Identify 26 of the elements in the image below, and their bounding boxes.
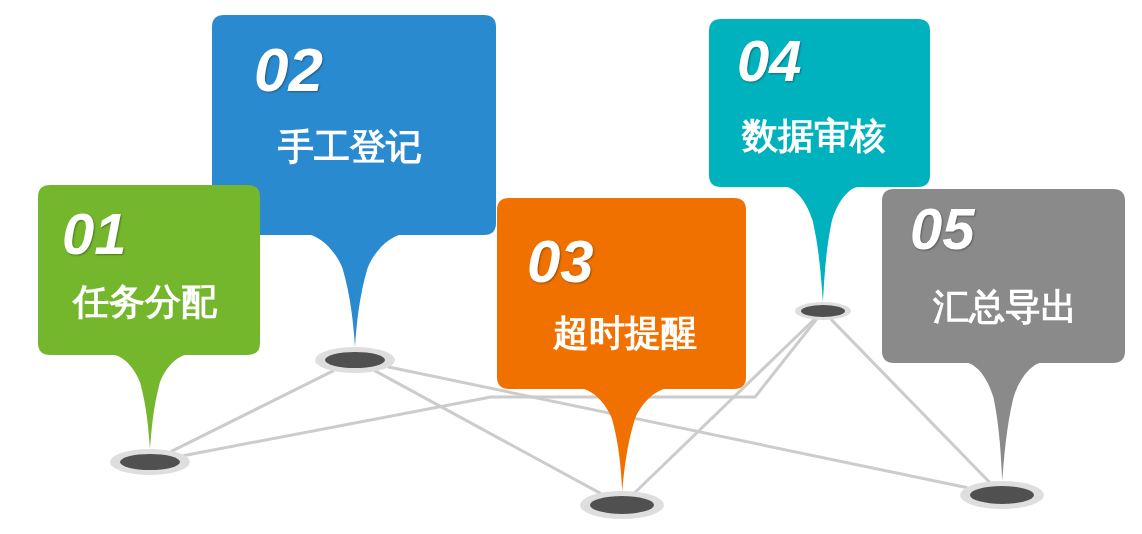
- connector-line: [170, 369, 335, 453]
- step-label: 任务分配: [73, 284, 217, 320]
- base-dot: [315, 347, 395, 373]
- base-dot: [795, 302, 851, 320]
- connector-line: [829, 318, 991, 484]
- base-dot: [580, 491, 664, 519]
- callout-box: [497, 198, 746, 389]
- connector-line: [183, 318, 818, 457]
- callout-box: [212, 15, 496, 235]
- connector-line: [634, 318, 816, 494]
- step-number: 01: [62, 205, 127, 263]
- connector-line: [387, 365, 968, 490]
- step-label: 超时提醒: [553, 315, 697, 351]
- step-label: 汇总导出: [933, 289, 1077, 325]
- base-dot: [110, 449, 190, 475]
- connector-line: [374, 369, 602, 495]
- step-label: 手工登记: [278, 129, 422, 165]
- step-number: 04: [737, 32, 802, 90]
- step-number: 05: [910, 200, 975, 258]
- callout-box: [709, 19, 930, 187]
- step-number: 03: [527, 232, 594, 292]
- callout-box: [38, 185, 260, 355]
- step-number: 02: [254, 39, 323, 101]
- base-dot: [960, 481, 1044, 509]
- step-label: 数据审核: [742, 118, 886, 154]
- callout-box: [882, 189, 1125, 363]
